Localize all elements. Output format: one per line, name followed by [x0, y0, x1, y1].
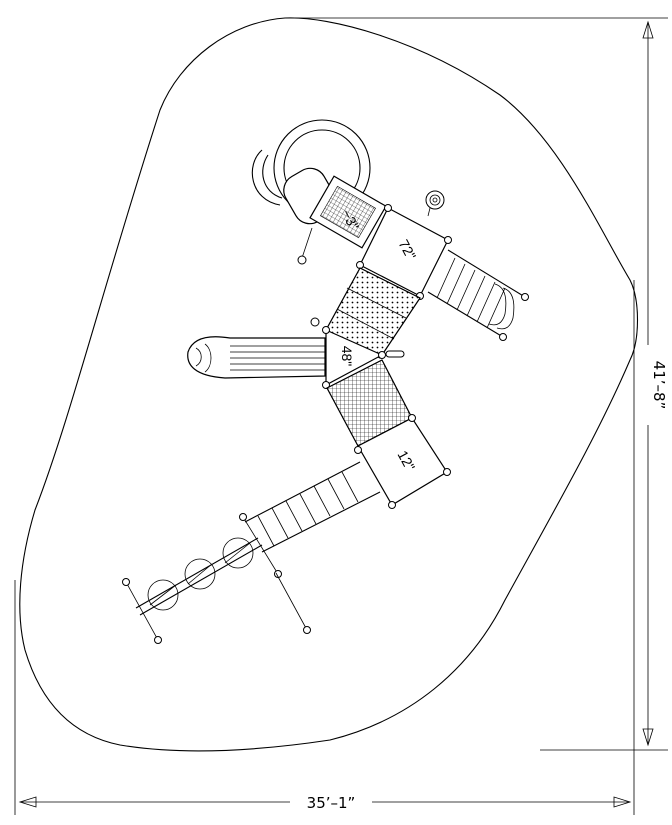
ladder-right — [427, 249, 529, 341]
ring-climber — [122, 537, 311, 644]
deck-48-label: 48" — [339, 346, 355, 367]
deck-3-platform — [309, 175, 387, 249]
width-dimension-label: 35’–1” — [307, 794, 356, 812]
horizontal-ladder — [239, 461, 381, 578]
height-dimension-label: 41’–8” — [650, 361, 668, 410]
deck-72-platform — [356, 204, 452, 300]
bridge-grid — [326, 359, 413, 447]
steering-wheel-panel — [425, 190, 445, 217]
loop-handle — [385, 350, 405, 358]
deck-48-platform — [310, 317, 386, 389]
straight-slide — [187, 336, 326, 379]
dimension-lines — [14, 17, 668, 815]
bridge-dotted — [325, 267, 421, 359]
use-zone-boundary — [19, 17, 639, 752]
deck-12-platform — [354, 414, 451, 509]
